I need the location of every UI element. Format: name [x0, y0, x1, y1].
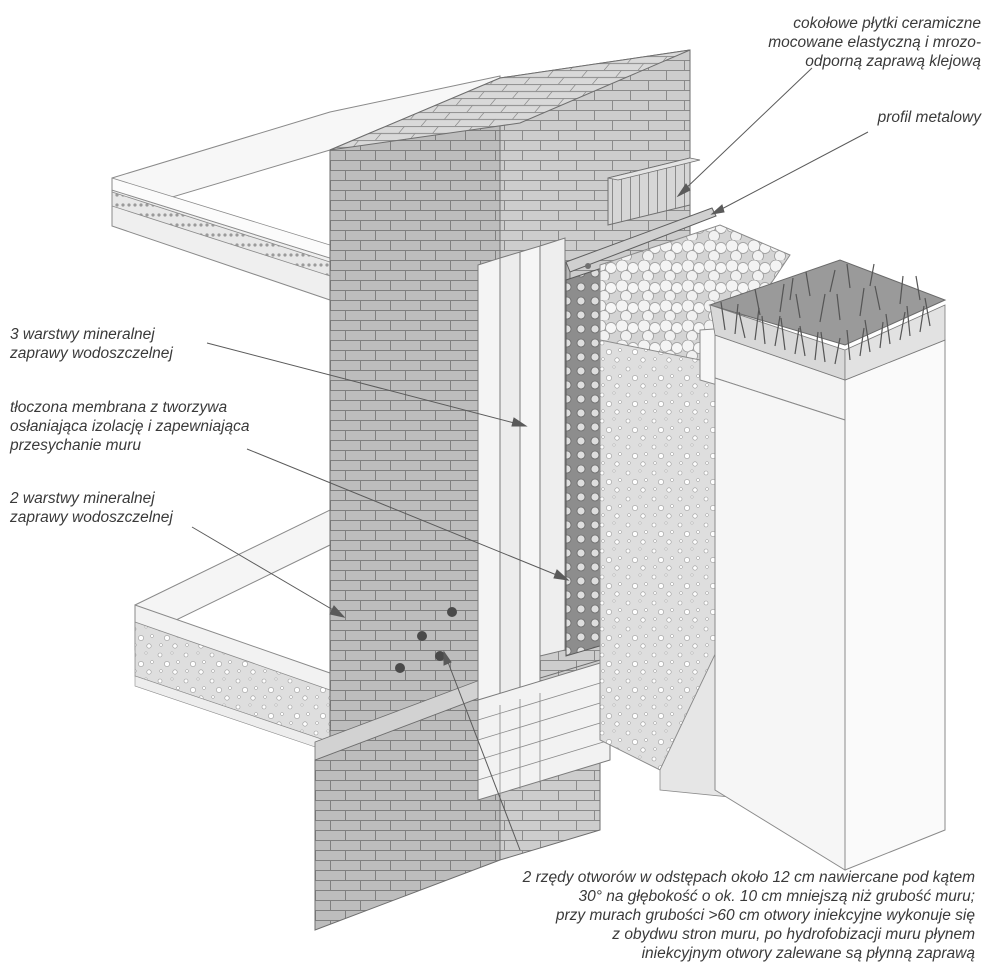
- leader-membrane: [246, 448, 565, 579]
- label-line: 30° na głębokość o ok. 10 cm mniejszą ni…: [578, 888, 975, 905]
- terrain-block: [699, 259, 947, 871]
- label-ceramic-tiles: cokołowe płytki ceramiczne mocowane elas…: [768, 14, 981, 71]
- label-injection-holes: 2 rzędy otworów w odstępach około 12 cm …: [523, 868, 975, 963]
- label-membrane: tłoczona membrana z tworzywa osłaniająca…: [10, 398, 250, 455]
- label-line: tłoczona membrana z tworzywa: [10, 399, 228, 416]
- label-line: mocowane elastyczną i mrozo-: [768, 34, 981, 51]
- leader-lines: [191, 67, 869, 851]
- leader-tiles: [681, 67, 813, 193]
- label-line: 3 warstwy mineralnej: [10, 326, 155, 343]
- label-line: 2 warstwy mineralnej: [10, 490, 155, 507]
- label-metal-profile: profil metalowy: [878, 108, 981, 127]
- label-line: zaprawy wodoszczelnej: [10, 509, 173, 526]
- label-line: przesychanie muru: [10, 437, 141, 454]
- label-two-layers: 2 warstwy mineralnej zaprawy wodoszczeln…: [10, 489, 173, 527]
- label-line: odporną zaprawą klejową: [805, 53, 981, 70]
- label-line: z obydwu stron muru, po hydrofobizacji m…: [612, 926, 975, 943]
- waterproof-render-layers: [477, 237, 611, 801]
- label-line: osłaniająca izolację i zapewniająca: [10, 418, 250, 435]
- leader-three-layers: [206, 342, 523, 426]
- label-line: profil metalowy: [877, 109, 981, 126]
- label-three-layers: 3 warstwy mineralnej zaprawy wodoszczeln…: [10, 325, 173, 363]
- label-line: przy murach grubości >60 cm otwory iniek…: [555, 907, 975, 924]
- label-line: 2 rzędy otworów w odstępach około 12 cm …: [522, 869, 975, 886]
- label-line: zaprawy wodoszczelnej: [10, 345, 173, 362]
- ceramic-plinth-tiles: [607, 157, 701, 226]
- label-line: cokołowe płytki ceramiczne: [793, 15, 981, 32]
- leader-profile: [715, 131, 869, 213]
- lower-floor-slab: [134, 509, 331, 753]
- leader-two-layers: [191, 526, 341, 615]
- leader-holes: [445, 656, 521, 851]
- label-line: iniekcyjnym otwory zalewane są płynną za…: [641, 945, 975, 962]
